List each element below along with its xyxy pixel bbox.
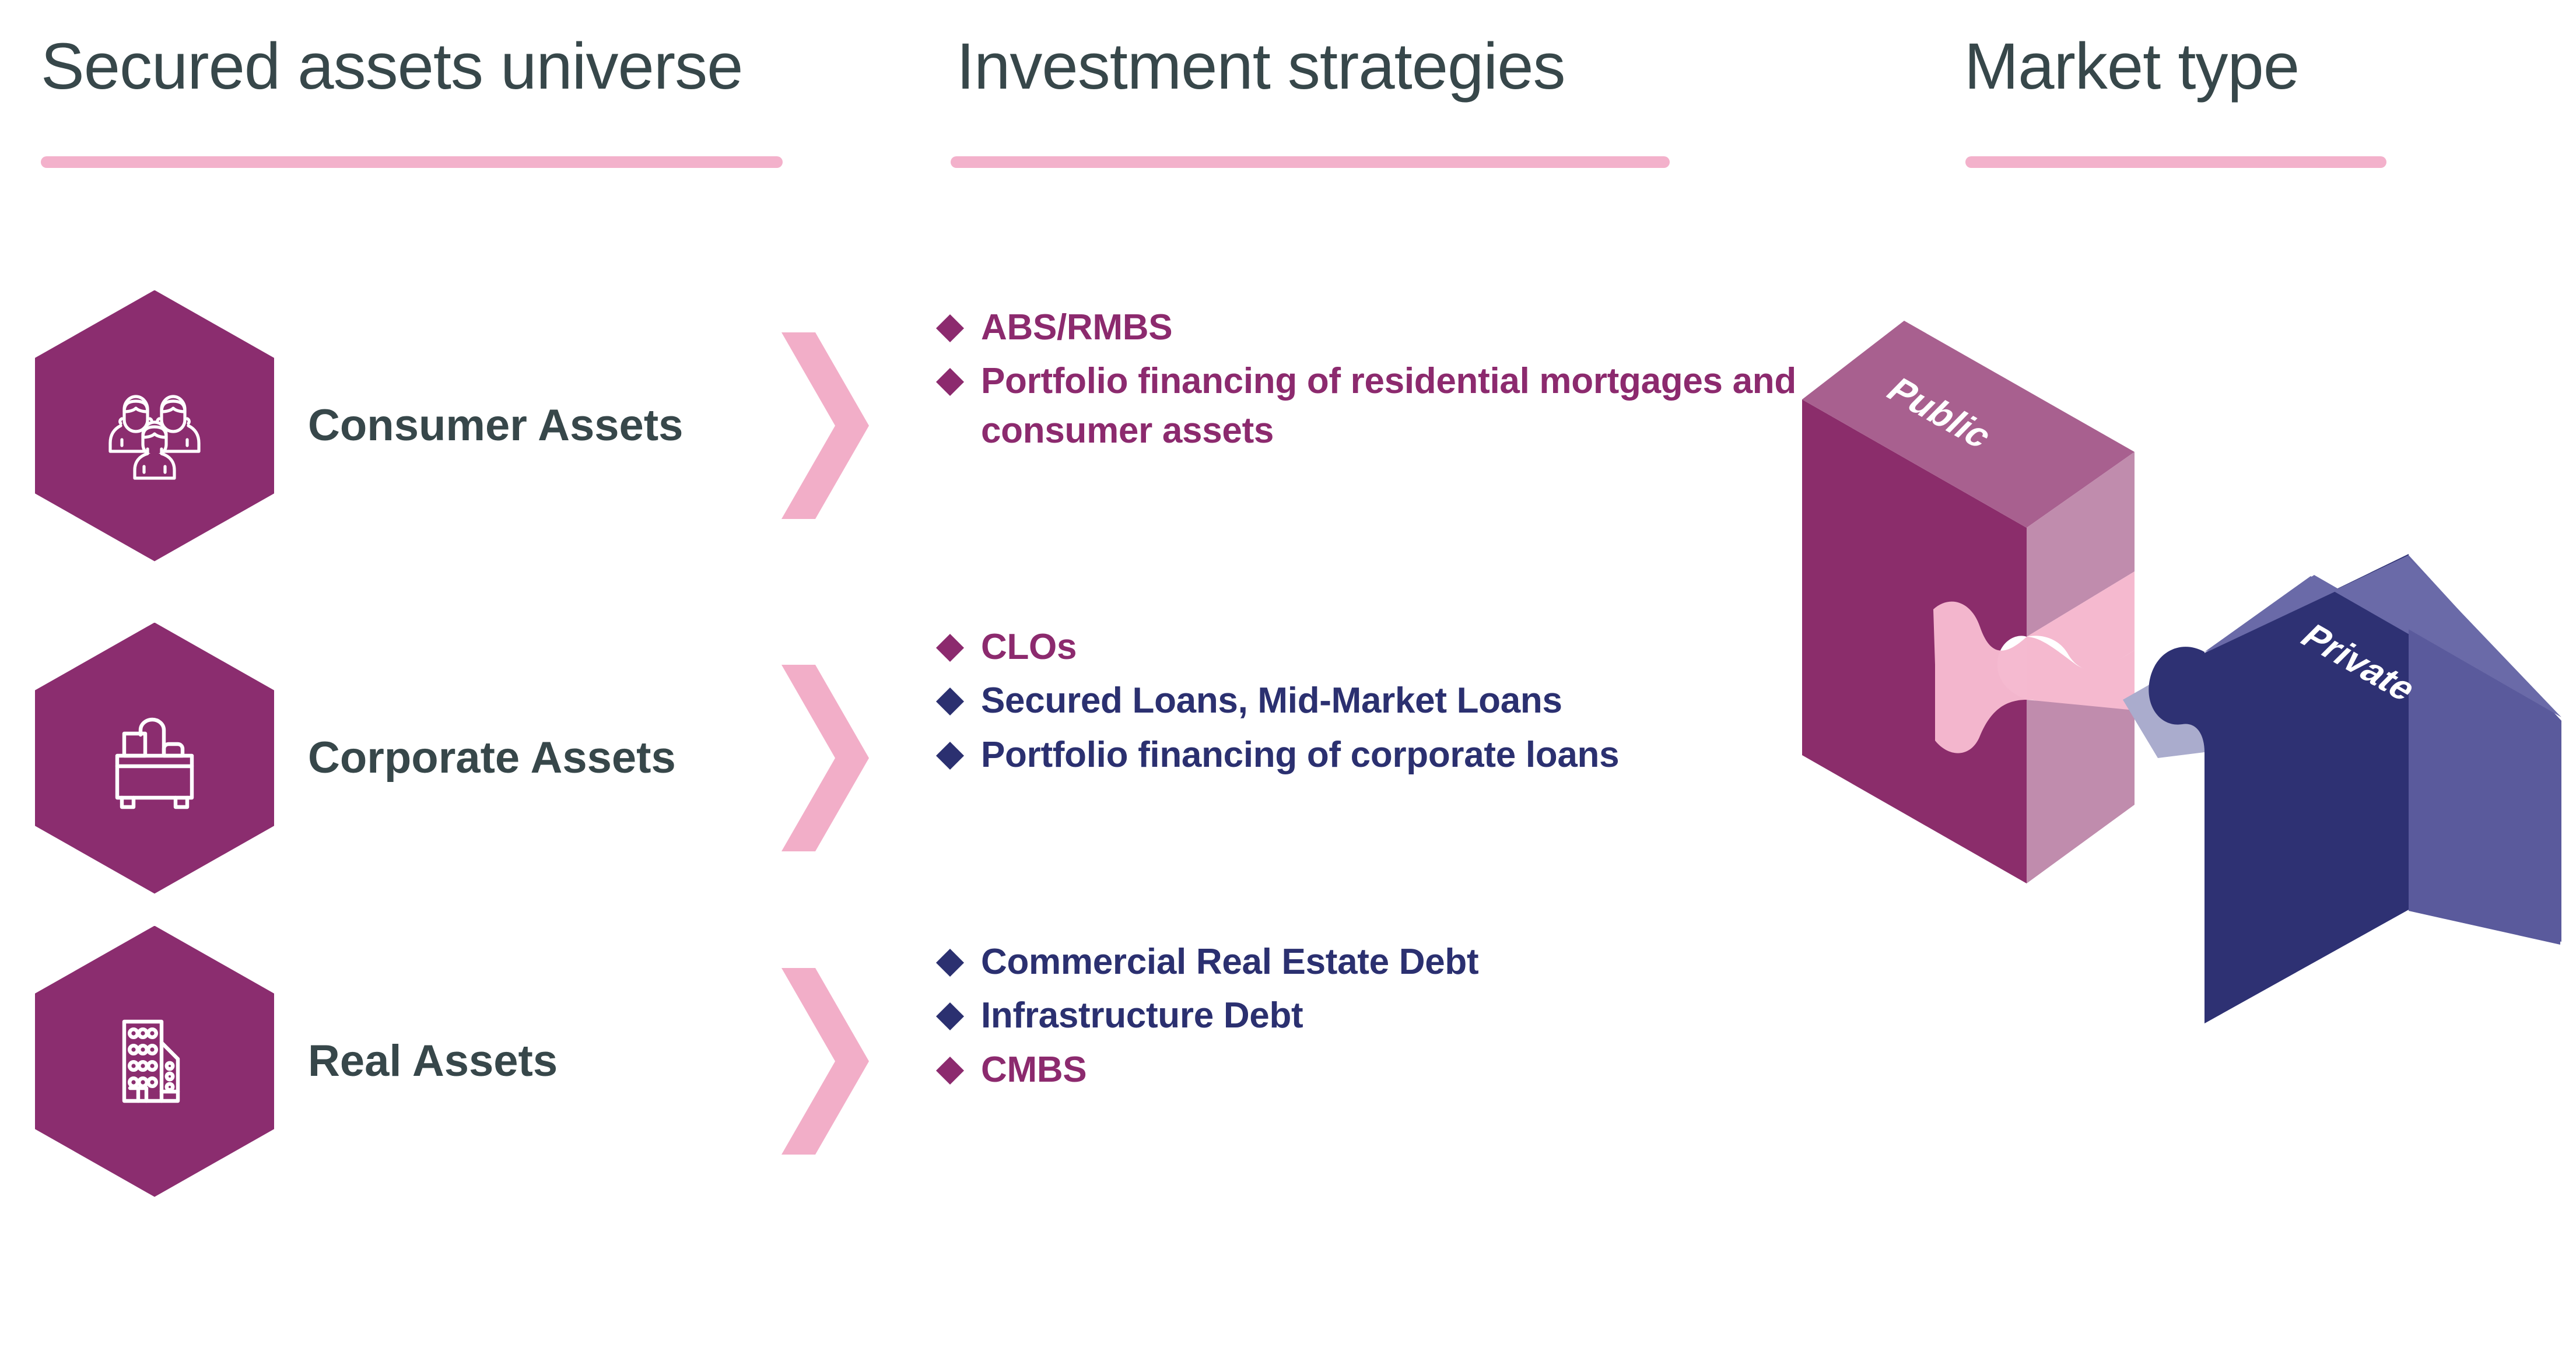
asset-label-corporate: Corporate Assets [308, 733, 676, 783]
diamond-bullet-icon [935, 687, 965, 716]
list-item: Commercial Real Estate Debt [935, 938, 1850, 987]
puzzle-piece-private: Private [2123, 554, 2561, 1023]
strategy-group-consumer: ABS/RMBS Portfolio financing of resident… [935, 303, 1850, 460]
strategy-text: Portfolio financing of residential mortg… [981, 361, 1796, 451]
column-header-investment-strategies: Investment strategies [956, 30, 1565, 103]
asset-row-real: Real Assets [35, 925, 875, 1197]
hexagon-corporate-assets [35, 622, 274, 894]
diamond-bullet-icon [935, 633, 965, 662]
column-header-rule-assets [41, 156, 783, 168]
diamond-bullet-icon [935, 314, 965, 343]
column-header-secured-assets-universe: Secured assets universe [41, 30, 743, 103]
puzzle-piece-public: Public [1802, 321, 2135, 883]
list-item: CMBS [935, 1046, 1850, 1095]
list-item: Secured Loans, Mid-Market Loans [935, 676, 1850, 725]
strategy-text: ABS/RMBS [981, 307, 1173, 348]
strategy-text: Infrastructure Debt [981, 995, 1303, 1036]
list-item: Infrastructure Debt [935, 991, 1850, 1040]
diamond-bullet-icon [935, 368, 965, 397]
asset-label-consumer: Consumer Assets [308, 401, 684, 451]
column-header-market-type: Market type [1964, 30, 2300, 103]
people-group-icon [108, 395, 201, 480]
diamond-bullet-icon [935, 741, 965, 770]
list-item: Portfolio financing of residential mortg… [935, 357, 1850, 455]
list-item: Portfolio financing of corporate loans [935, 731, 1850, 780]
column-header-rule-strategies [951, 156, 1670, 168]
asset-row-consumer: Consumer Assets [35, 290, 875, 562]
asset-label-real: Real Assets [308, 1036, 558, 1086]
column-header-rule-market [1965, 156, 2386, 168]
market-type-puzzle-graphic: Public Private [1796, 292, 2566, 1061]
office-building-icon [122, 1019, 180, 1103]
office-desk-icon [115, 717, 194, 809]
chevron-consumer [770, 332, 875, 519]
diamond-bullet-icon [935, 1056, 965, 1085]
diamond-bullet-icon [935, 948, 965, 977]
chevron-real [770, 968, 875, 1155]
strategy-text: CLOs [981, 627, 1077, 667]
list-item: ABS/RMBS [935, 303, 1850, 352]
strategy-group-corporate: CLOs Secured Loans, Mid-Market Loans Por… [935, 623, 1850, 784]
hexagon-real-assets [35, 925, 274, 1197]
strategy-group-real: Commercial Real Estate Debt Infrastructu… [935, 938, 1850, 1099]
strategy-text: CMBS [981, 1049, 1087, 1090]
strategy-text: Portfolio financing of corporate loans [981, 734, 1620, 775]
asset-row-corporate: Corporate Assets [35, 622, 875, 894]
strategy-text: Secured Loans, Mid-Market Loans [981, 680, 1562, 721]
chevron-corporate [770, 665, 875, 851]
list-item: CLOs [935, 623, 1850, 672]
strategy-text: Commercial Real Estate Debt [981, 942, 1479, 982]
diamond-bullet-icon [935, 1002, 965, 1031]
hexagon-consumer-assets [35, 290, 274, 562]
